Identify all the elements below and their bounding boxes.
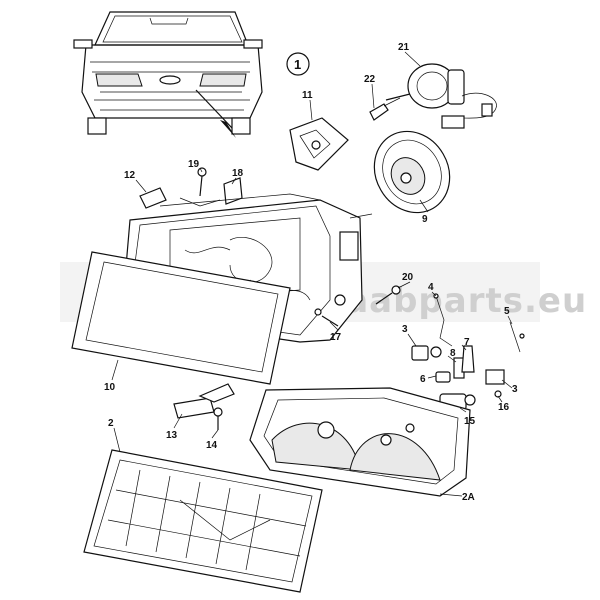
callout-14: 14	[206, 440, 218, 451]
callout-4: 4	[428, 282, 434, 293]
part-9-reflector	[373, 130, 451, 214]
part-3-bulb-right	[485, 369, 505, 385]
part-16-screw	[494, 390, 502, 398]
part-17-lever	[314, 308, 339, 327]
callout-8: 8	[450, 348, 456, 359]
part-3-bulb-left	[411, 345, 442, 361]
callout-12: 12	[124, 170, 136, 181]
callout-17: 17	[330, 332, 342, 343]
callout-13: 13	[166, 430, 178, 441]
svg-text:1: 1	[294, 57, 301, 72]
part-12-clip	[139, 187, 167, 209]
callout-10: 10	[104, 382, 116, 393]
part-7-bulb	[461, 345, 475, 373]
callout-3-left: 3	[402, 324, 408, 335]
callout-22: 22	[364, 74, 376, 85]
part-2-lens	[83, 449, 323, 593]
car-front-view	[73, 11, 263, 138]
callout-15: 15	[464, 416, 476, 427]
callout-18: 18	[232, 168, 244, 179]
callout-5: 5	[504, 306, 510, 317]
part-2a-lamp-body	[249, 387, 471, 497]
part-6-bulb	[435, 371, 451, 383]
callout-19: 19	[188, 159, 200, 170]
part-21-leveling-motor	[385, 63, 497, 129]
part-19-screw	[197, 167, 207, 197]
callout-3-right: 3	[512, 384, 518, 395]
callout-2: 2	[108, 418, 114, 429]
part-13-bracket	[173, 397, 215, 419]
part-13-bracket-arm	[198, 383, 235, 403]
callout-7: 7	[464, 337, 470, 348]
part-14-screw	[213, 407, 223, 430]
callout-2a: 2A	[462, 492, 475, 503]
part-5-wire-clip	[509, 321, 525, 353]
callout-9: 9	[422, 214, 428, 225]
view-number-badge: 1	[286, 52, 310, 76]
part-10-frame-gasket	[71, 251, 291, 385]
callout-16: 16	[498, 402, 510, 413]
part-11-bracket	[289, 117, 349, 171]
callout-11: 11	[302, 90, 313, 101]
leader-lines	[111, 51, 513, 497]
callout-21: 21	[398, 42, 410, 53]
callout-20: 20	[402, 272, 414, 283]
part-22-adjuster-screw	[369, 97, 401, 121]
callout-6: 6	[420, 374, 426, 385]
